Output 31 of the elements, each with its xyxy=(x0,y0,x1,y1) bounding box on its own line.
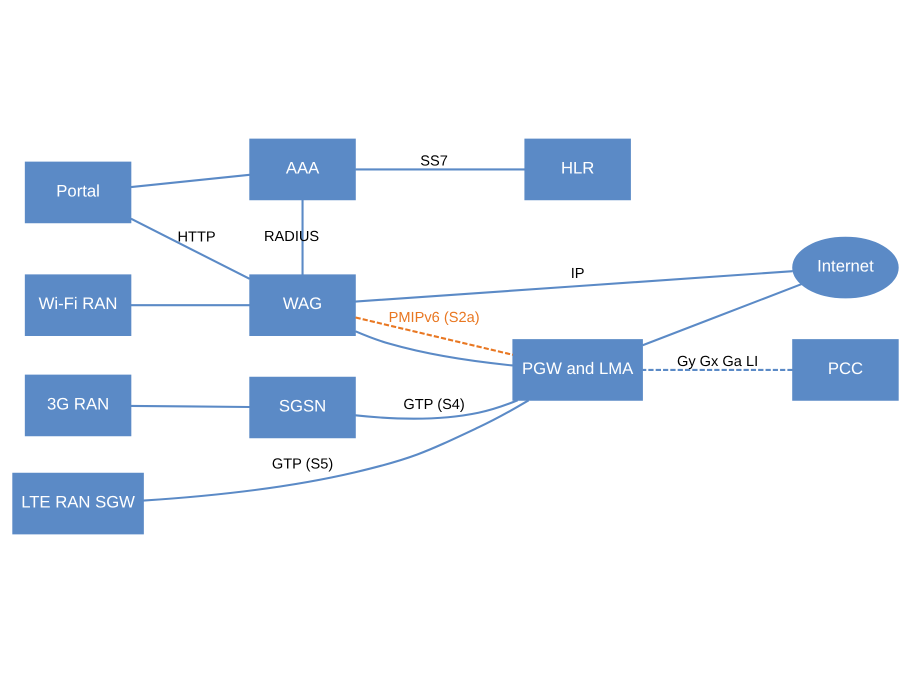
connector xyxy=(143,399,530,502)
node-ellipse: Internet xyxy=(792,236,899,298)
connector xyxy=(642,283,802,346)
connector xyxy=(302,200,304,275)
connector xyxy=(355,399,518,420)
edge-label: IP xyxy=(570,266,585,282)
connector xyxy=(130,218,250,280)
connector xyxy=(355,316,514,356)
connector xyxy=(355,330,513,366)
connector xyxy=(130,304,250,306)
edge-label: HTTP xyxy=(178,230,216,246)
node-box: PCC xyxy=(792,339,899,401)
connector xyxy=(130,174,250,188)
node-box: HLR xyxy=(524,138,631,200)
node-box: Wi-Fi RAN xyxy=(24,274,132,336)
edge-label: GTP (S4) xyxy=(403,396,465,413)
edge-label: GTP (S5) xyxy=(272,456,334,472)
node-box: SGSN xyxy=(249,376,356,438)
node-box: Portal xyxy=(24,162,132,224)
connector xyxy=(355,270,793,303)
node-box: AAA xyxy=(249,138,356,200)
node-box: 3G RAN xyxy=(24,374,132,436)
edge-label: PMIPv6 (S2a) xyxy=(388,310,480,326)
node-box: PGW and LMA xyxy=(512,339,643,401)
connector xyxy=(356,168,525,170)
node-box: WAG xyxy=(249,274,356,336)
connector xyxy=(642,368,793,371)
node-box: LTE RAN SGW xyxy=(12,472,144,534)
connector xyxy=(130,404,250,408)
edge-label: SS7 xyxy=(420,153,448,170)
edge-label: Gy Gx Ga LI xyxy=(676,354,758,370)
